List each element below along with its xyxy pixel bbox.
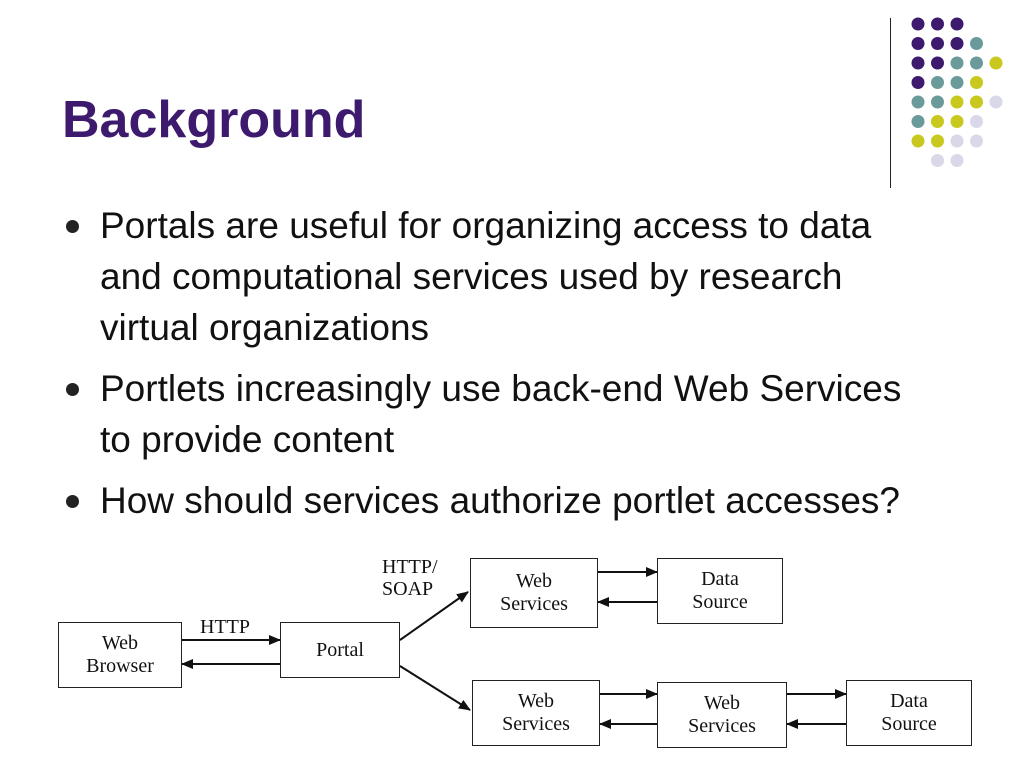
- edge-label-http: HTTP: [200, 616, 250, 638]
- diagram-arrows: [181, 567, 847, 729]
- node-label: Portal: [316, 638, 364, 661]
- decorative-dot: [911, 134, 925, 148]
- arrow-portal-to-services-bottom: [388, 655, 471, 711]
- decorative-dot: [931, 95, 944, 109]
- decorative-dot: [950, 154, 964, 167]
- architecture-diagram: HTTP HTTP/ SOAP Web Browser Portal Web S…: [0, 540, 1024, 768]
- decorative-dot: [931, 134, 944, 148]
- decorative-dot: [970, 37, 983, 50]
- decorative-dot: [911, 37, 925, 50]
- decorative-dot: [989, 56, 1003, 70]
- decorative-dot: [970, 115, 983, 128]
- node-web-services-bottom-middle: Web Services: [657, 682, 787, 748]
- bullet-dot-icon: [66, 495, 79, 508]
- decorative-dot: [970, 134, 983, 148]
- bullet-item-portlets: Portlets increasingly use back-end Web S…: [62, 363, 922, 465]
- edge-label-http-soap: HTTP/ SOAP: [382, 556, 438, 600]
- decorative-dot: [931, 76, 944, 89]
- bullet-list: Portals are useful for organizing access…: [62, 200, 922, 536]
- bullet-text: Portlets increasingly use back-end Web S…: [100, 368, 902, 460]
- bullet-dot-icon: [66, 220, 79, 233]
- decorative-dot: [970, 95, 983, 109]
- node-label: Web Services: [688, 692, 756, 737]
- decorative-dot: [989, 95, 1003, 109]
- decorative-dot: [931, 115, 944, 128]
- node-label: Web Services: [502, 690, 570, 735]
- title-divider-line: [890, 18, 891, 188]
- decorative-dot: [970, 76, 983, 89]
- decorative-dot: [950, 37, 964, 50]
- node-label: Data Source: [692, 568, 748, 613]
- decorative-dot: [911, 76, 925, 89]
- node-label: Web Browser: [86, 632, 154, 677]
- decorative-dot: [931, 17, 944, 31]
- decorative-dot: [911, 95, 925, 109]
- bullet-text: How should services authorize portlet ac…: [100, 480, 900, 521]
- bullet-dot-icon: [66, 383, 79, 396]
- decorative-dot: [950, 56, 964, 70]
- node-web-services-bottom-left: Web Services: [472, 680, 600, 746]
- node-web-browser: Web Browser: [58, 622, 182, 688]
- decorative-dot: [950, 17, 964, 31]
- decorative-dot: [950, 134, 964, 148]
- node-web-services-top: Web Services: [470, 558, 598, 628]
- decorative-dot: [911, 56, 925, 70]
- decorative-dot: [970, 56, 983, 70]
- decorative-dot: [931, 37, 944, 50]
- node-data-source-bottom: Data Source: [846, 680, 972, 746]
- bullet-item-authorize: How should services authorize portlet ac…: [62, 475, 922, 526]
- decorative-dot: [950, 115, 964, 128]
- decorative-dot: [911, 17, 925, 31]
- bullet-text: Portals are useful for organizing access…: [100, 205, 872, 348]
- decorative-dot: [950, 95, 964, 109]
- decorative-dot: [931, 56, 944, 70]
- node-label: Web Services: [500, 570, 568, 615]
- decorative-dot: [950, 76, 964, 89]
- arrow-portal-to-services-top: [388, 591, 469, 651]
- slide-title: Background: [62, 91, 366, 149]
- node-portal: Portal: [280, 622, 400, 678]
- node-data-source-top: Data Source: [657, 558, 783, 624]
- bullet-item-portals: Portals are useful for organizing access…: [62, 200, 922, 353]
- decorative-dot: [911, 115, 925, 128]
- node-label: Data Source: [881, 690, 937, 735]
- decorative-dot-grid: [911, 17, 1003, 167]
- decorative-dot: [931, 154, 944, 167]
